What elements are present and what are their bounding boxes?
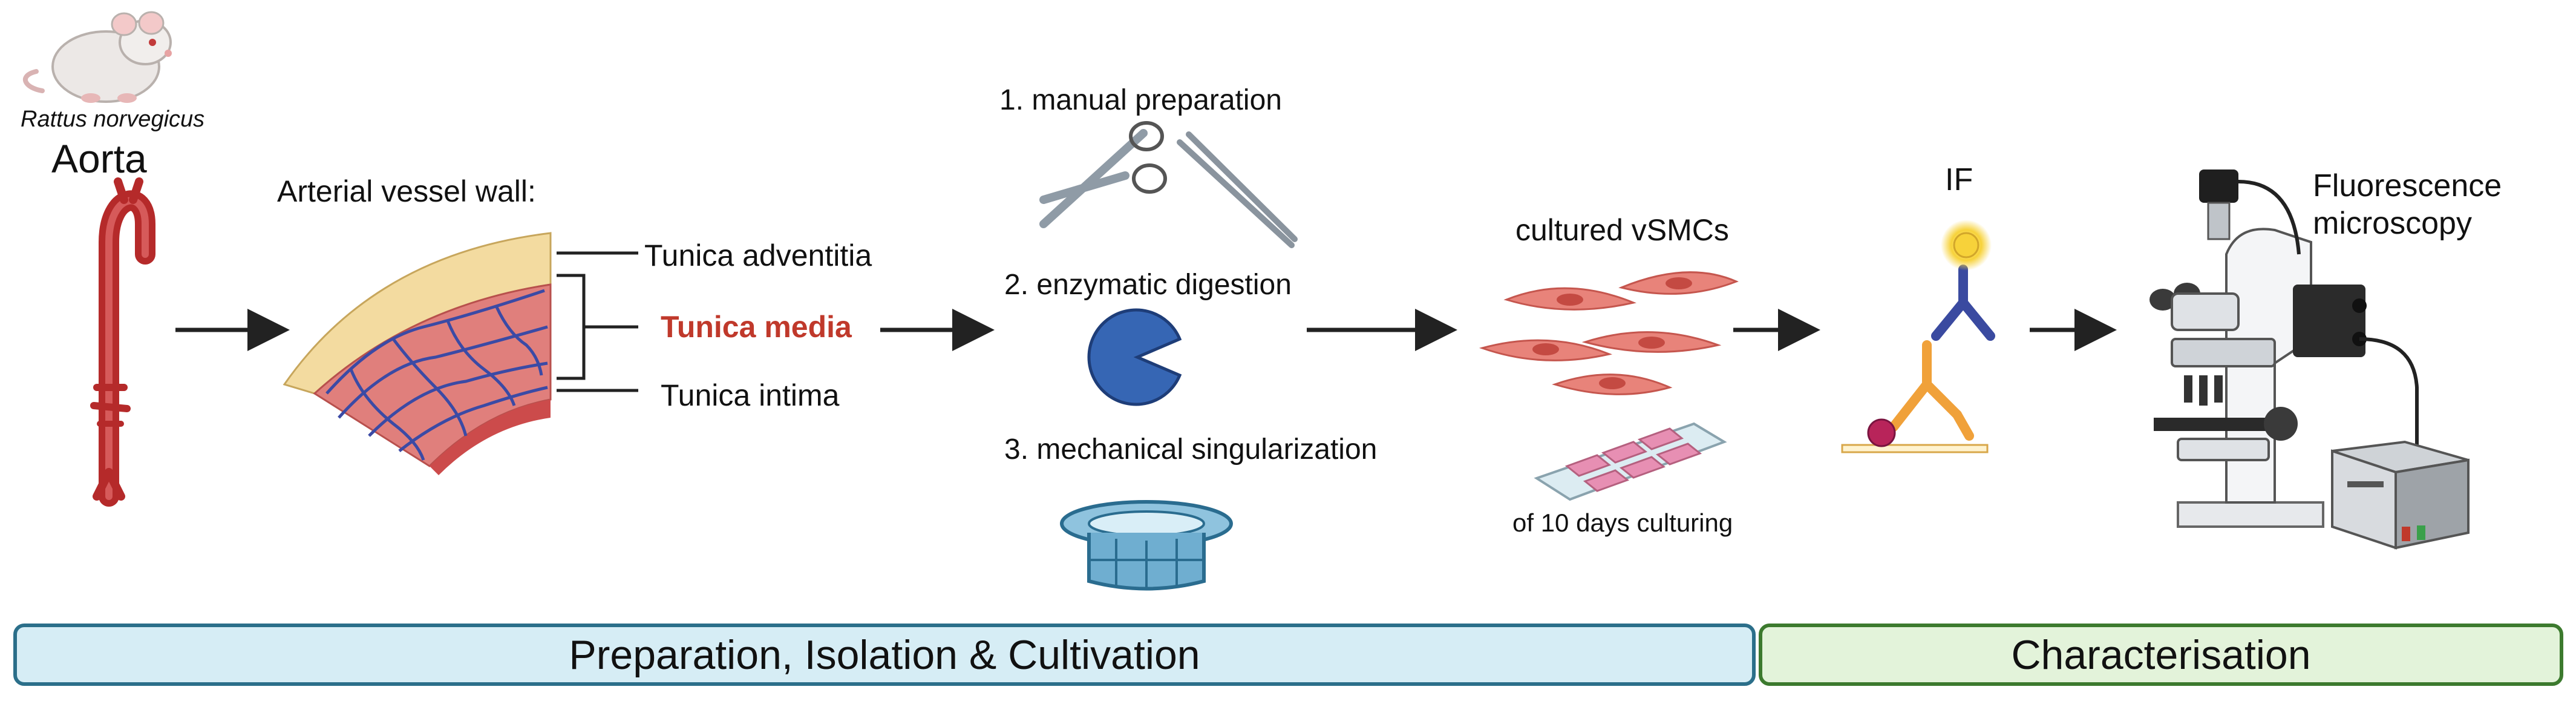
microscopy-label-line1: Fluorescence	[2313, 168, 2502, 203]
microscopy-label-line2: microscopy	[2313, 206, 2472, 241]
chamber-slide-icon	[1534, 422, 1727, 501]
microscope-icon	[2149, 169, 2367, 528]
aorta-label: Aorta	[51, 136, 147, 181]
step-manual-preparation: 1. manual preparation	[999, 84, 1282, 116]
cell-strainer-icon	[1060, 500, 1233, 591]
culture-caption: of 10 days culturing	[1512, 508, 1733, 537]
phase-label-characterisation: Characterisation	[2011, 631, 2311, 678]
vessel-wall-title: Arterial vessel wall:	[277, 174, 536, 208]
vessel-wall-icon	[283, 232, 552, 475]
aorta-icon	[90, 177, 155, 507]
if-label: IF	[1945, 162, 1973, 197]
phase-label-preparation: Preparation, Isolation & Cultivation	[569, 631, 1200, 678]
layer-media-label: Tunica media	[661, 310, 852, 344]
step-enzymatic-digestion: 2. enzymatic digestion	[1004, 269, 1292, 301]
step-mechanical-singularization: 3. mechanical singularization	[1004, 433, 1378, 466]
layer-brackets	[557, 251, 638, 392]
phase-bar-preparation: Preparation, Isolation & Cultivation	[13, 624, 1756, 686]
layer-intima-label: Tunica intima	[661, 378, 840, 412]
fluorophore-icon	[1941, 220, 1992, 271]
layer-adventitia-label: Tunica adventitia	[644, 239, 872, 272]
scissors-icon	[1039, 121, 1167, 228]
antibody-icon	[1841, 265, 1995, 453]
culture-title: cultured vSMCs	[1515, 213, 1729, 247]
rat-icon	[22, 11, 172, 103]
power-supply-icon	[2331, 337, 2470, 550]
smooth-muscle-cells-icon	[1479, 271, 1739, 395]
enzyme-pacman-icon	[1087, 308, 1182, 406]
tweezers-icon	[1177, 131, 1298, 248]
phase-bar-characterisation: Characterisation	[1759, 624, 2563, 686]
species-label: Rattus norvegicus	[21, 107, 205, 132]
